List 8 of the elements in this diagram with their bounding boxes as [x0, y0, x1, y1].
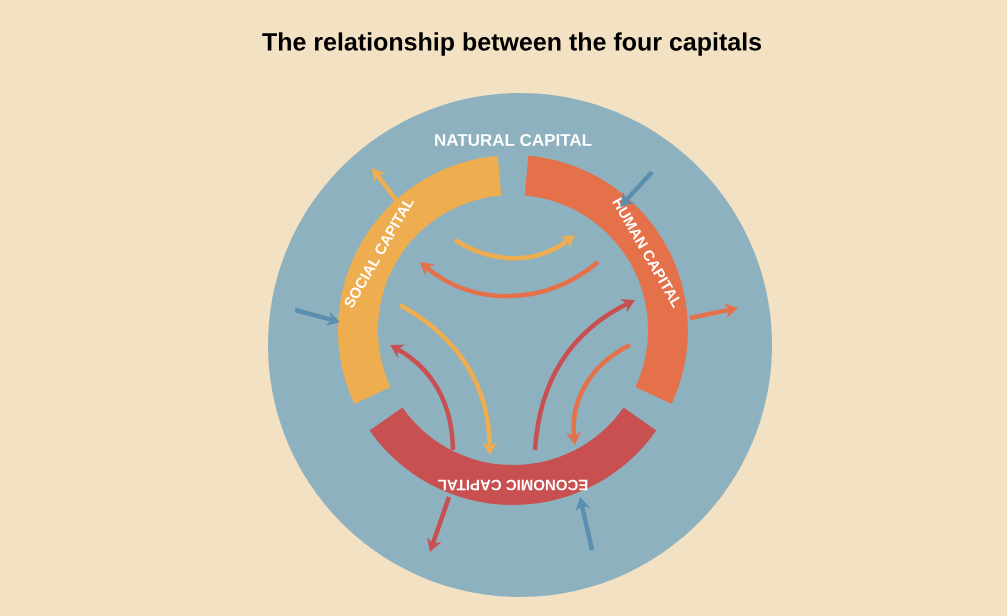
title: The relationship between the four capitals: [262, 32, 762, 56]
arrow: [453, 235, 575, 261]
arc-band: ECONOMIC CAPITAL: [369, 407, 657, 505]
arrow: [390, 344, 456, 451]
arrow: [372, 168, 402, 207]
arrow: [620, 170, 654, 207]
arrow: [532, 298, 635, 451]
arrow: [420, 260, 600, 299]
